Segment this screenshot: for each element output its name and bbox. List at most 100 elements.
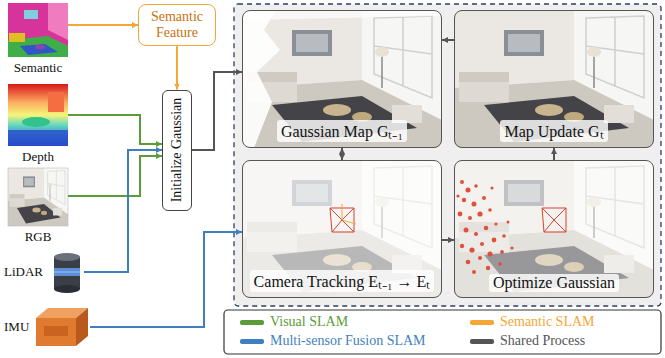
semantic-image: [48, 3, 68, 40]
image-input: RGB: [8, 168, 68, 244]
legend-label: Shared Process: [500, 333, 585, 349]
optimize-gaussian-render: [462, 198, 466, 202]
flow-arrow: [68, 24, 138, 26]
flow-arrow: [68, 156, 162, 196]
node-label: Depth: [22, 150, 54, 164]
legend-entry: Visual SLAM: [240, 314, 348, 330]
imu-icon: [36, 308, 88, 346]
optimize-gaussian-render: [492, 238, 497, 243]
camera-tracking-render: [242, 160, 442, 298]
optimize-gaussian-render: [460, 180, 464, 184]
gaussian-map-render: [242, 10, 442, 20]
node-label: Camera Tracking Eₜ₋₁ → Eₜ: [250, 270, 435, 292]
node-label: Map Update Gₜ: [500, 120, 607, 142]
optimize-gaussian-render: [472, 270, 476, 274]
depth-image: [22, 117, 50, 127]
optimize-gaussian-render: [464, 228, 469, 233]
lidar-icon: [54, 257, 80, 289]
legend-label: Visual SLAM: [270, 314, 348, 330]
depth-image: [8, 84, 68, 146]
rgb-image: [8, 168, 68, 226]
optimize-gaussian-render: [500, 250, 504, 254]
map-update-render: [454, 10, 654, 148]
lidar-icon: [54, 285, 80, 293]
node-label: Initialize Gaussian: [169, 98, 185, 203]
node-label: RGB: [25, 230, 52, 244]
feature-box: Semantic Feature: [138, 4, 216, 46]
flow-arrow: [192, 72, 242, 150]
semantic-image: [8, 3, 68, 57]
imu-icon: [44, 326, 68, 336]
rgb-image: [8, 168, 68, 226]
legend-swatch: [470, 320, 494, 325]
optimize-gaussian-render: [491, 187, 494, 190]
legend-box: [224, 310, 661, 354]
camera-tracking-render: [242, 160, 442, 298]
semantic-image: [9, 33, 25, 42]
flow-arrow: [84, 150, 162, 272]
stage-panel: Gaussian Map Gₜ₋₁: [242, 10, 442, 148]
optimize-gaussian-render: [454, 160, 654, 298]
optimize-gaussian-render: [480, 242, 484, 246]
optimize-gaussian-render: [454, 160, 654, 298]
camera-tracking-render: [342, 204, 356, 224]
optimize-gaussian-render: [458, 212, 463, 217]
legend-label: Multi-sensor Fusion SLAM: [270, 333, 426, 349]
rgb-image: [8, 168, 68, 226]
optimize-gaussian-render: [472, 202, 477, 207]
camera-tracking-render: [242, 160, 442, 298]
lidar-icon: [54, 272, 80, 273]
stage-panel: Optimize Gaussian: [454, 160, 654, 298]
optimize-gaussian-render: [456, 194, 459, 197]
optimize-gaussian-render: [456, 180, 513, 274]
optimize-gaussian-render: [486, 266, 490, 270]
depth-image: [48, 92, 64, 112]
optimize-gaussian-render: [468, 216, 472, 220]
optimize-gaussian-render: [466, 188, 471, 193]
optimize-gaussian-render: [510, 246, 513, 249]
node-label: Optimize Gaussian: [489, 274, 619, 292]
image-input: Semantic: [8, 3, 68, 75]
optimize-gaussian-render: [542, 208, 566, 232]
optimize-gaussian-render: [507, 221, 510, 224]
gaussian-map-render: [242, 10, 442, 148]
lidar-icon: [54, 253, 80, 293]
optimize-gaussian-render: [474, 184, 478, 188]
node-label: LiDAR: [4, 265, 43, 279]
optimize-gaussian-render: [488, 252, 493, 257]
semantic-image: [35, 45, 45, 50]
node-label: Gaussian Map Gₜ₋₁: [277, 120, 407, 142]
imu-icon: [36, 318, 76, 346]
optimize-gaussian-render: [488, 208, 492, 212]
map-update-render: [454, 10, 654, 148]
optimize-gaussian-render: [466, 260, 471, 265]
stage-panel: Camera Tracking Eₜ₋₁ → Eₜ: [242, 160, 442, 298]
semantic-image: [8, 3, 68, 57]
sensor-input: LiDAR: [4, 250, 84, 294]
legend-entry: Shared Process: [470, 333, 585, 349]
flow-arrow: [68, 115, 162, 144]
flow-arrow: [442, 39, 454, 41]
optimize-gaussian-render: [484, 226, 489, 231]
depth-image: [8, 130, 68, 146]
optimize-gaussian-render: [454, 160, 654, 298]
optimize-gaussian-render: [469, 247, 474, 252]
semantic-image: [20, 44, 58, 55]
imu-icon: [76, 308, 88, 346]
legend-entry: Multi-sensor Fusion SLAM: [240, 333, 426, 349]
gaussian-map-render: [242, 10, 280, 148]
flow-arrow: [442, 239, 454, 241]
optimize-gaussian-render: [498, 262, 502, 266]
optimize-gaussian-render: [502, 234, 506, 238]
lidar-icon: [54, 268, 80, 276]
image-input: Depth: [8, 84, 68, 164]
sensor-input: IMU: [4, 304, 90, 350]
optimize-gaussian-render: [474, 232, 478, 236]
semantic-image: [24, 10, 38, 19]
lidar-icon: [54, 253, 80, 261]
legend-swatch: [240, 320, 264, 325]
legend-swatch: [470, 339, 494, 344]
